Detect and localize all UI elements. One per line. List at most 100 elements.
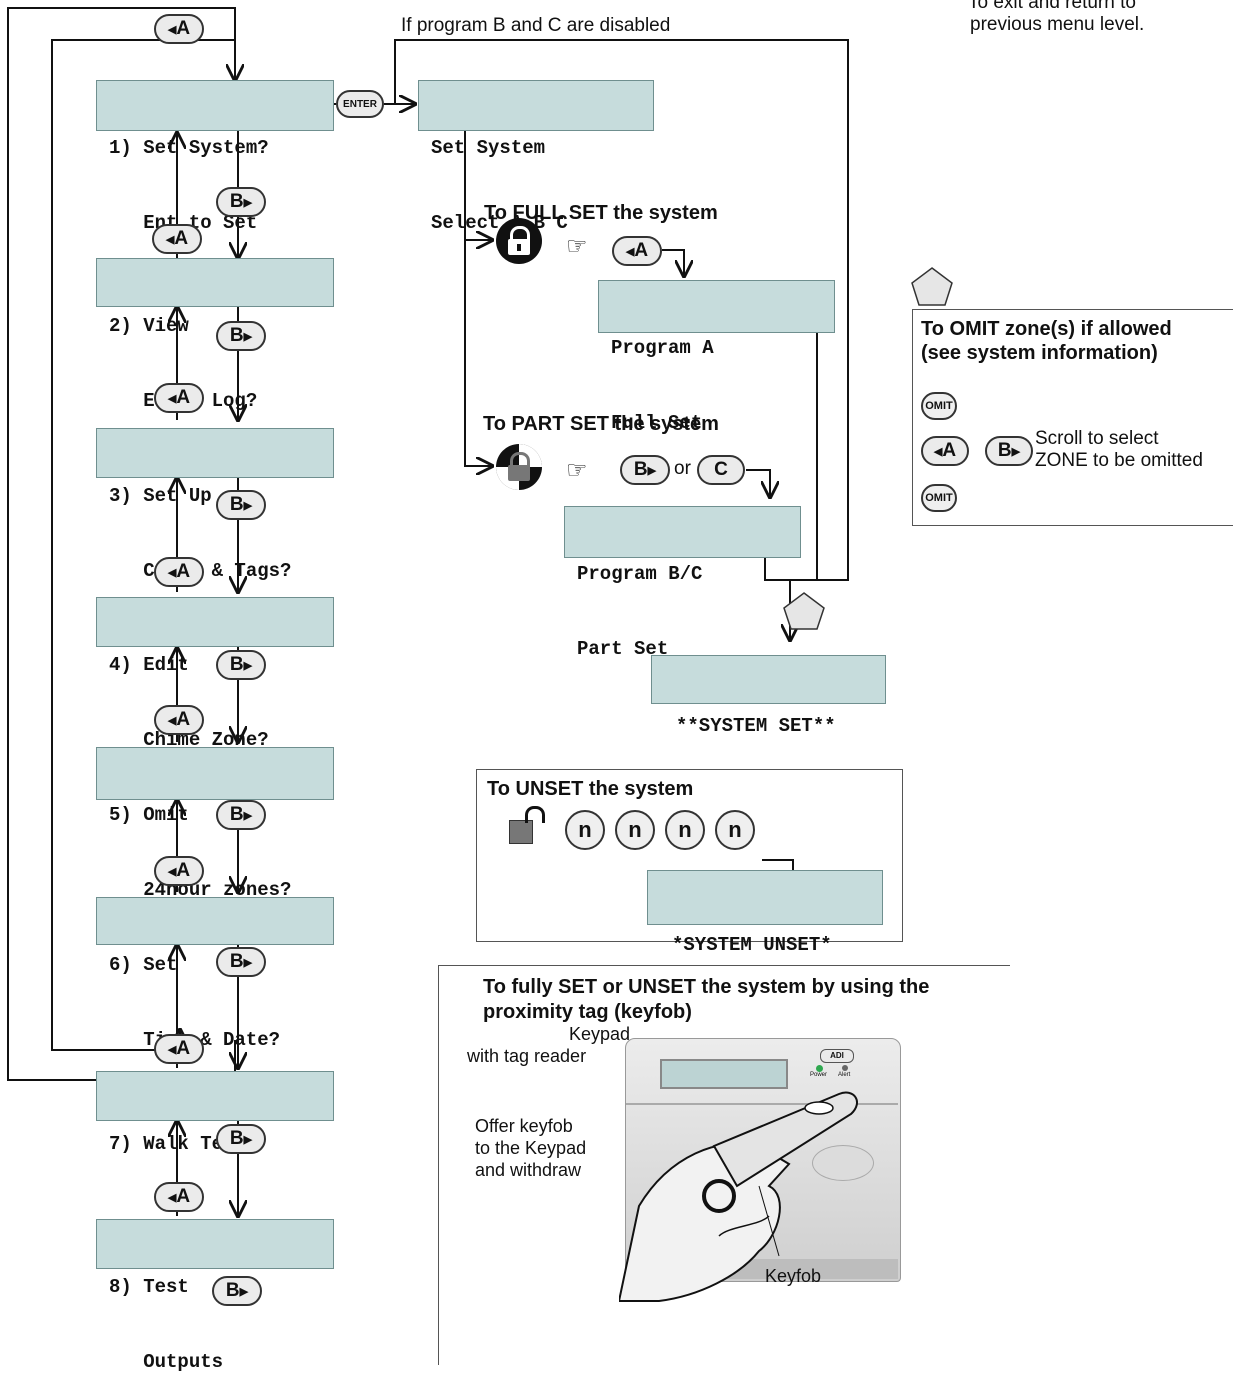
omit-key[interactable]: OMIT <box>921 392 957 420</box>
right-arrow-icon: ▶ <box>239 1285 249 1298</box>
digit-key[interactable]: n <box>565 810 605 850</box>
menu-line1: 1) Set System? <box>109 137 269 159</box>
a-key[interactable]: ◀A <box>154 14 204 44</box>
set-system-display: Set System Select A B C <box>418 80 654 234</box>
menu-item-set-time-date[interactable]: 6) Set Time & Date? <box>96 897 334 1051</box>
left-arrow-icon: ◀ <box>167 1191 177 1204</box>
unlocked-shackle-icon <box>525 806 545 823</box>
b-key[interactable]: B▶ <box>216 187 266 217</box>
left-arrow-icon: ◀ <box>167 1043 177 1056</box>
menu-line2: Outputs <box>109 1351 224 1373</box>
b-key[interactable]: B▶ <box>216 947 266 977</box>
b-key[interactable]: B▶ <box>216 1124 266 1154</box>
offer-line1: Offer keyfob <box>475 1116 573 1136</box>
keypad-screen <box>660 1059 788 1089</box>
full-set-title: To FULL SET the system <box>484 202 718 224</box>
menu-line1: 3) Set Up <box>109 485 212 507</box>
b-key[interactable]: B▶ <box>216 800 266 830</box>
display-line2: Part Set <box>577 638 669 660</box>
system-unset-display: *SYSTEM UNSET* <box>647 870 883 956</box>
program-a-display: Program A Full Set <box>598 280 835 434</box>
omit-key[interactable]: OMIT <box>921 484 957 512</box>
menu-line1: 4) Edit <box>109 654 189 676</box>
key-label: B <box>225 1280 240 1301</box>
keypad-label-line2: with tag reader <box>467 1046 587 1066</box>
power-led-icon <box>816 1065 823 1072</box>
b-key[interactable]: B▶ <box>212 1276 262 1306</box>
part-set-title: To PART SET the system <box>483 413 719 435</box>
offer-line3: and withdraw <box>475 1160 582 1180</box>
menu-line2: Event Log? <box>143 390 258 412</box>
key-label: n <box>628 817 642 842</box>
right-arrow-icon: ▶ <box>243 809 253 822</box>
scroll-line2: ZONE to be omitted <box>1035 450 1203 471</box>
b-key[interactable]: B▶ <box>216 650 266 680</box>
left-arrow-icon: ◀ <box>167 392 177 405</box>
left-arrow-icon: ◀ <box>165 233 175 246</box>
a-key[interactable]: ◀A <box>154 383 204 413</box>
menu-item-walk-test[interactable]: 7) Walk Test? <box>96 1071 334 1155</box>
omit-panel: To OMIT zone(s) if allowed (see system i… <box>912 309 1233 526</box>
display-line1: *SYSTEM UNSET* <box>672 934 832 956</box>
digit-key[interactable]: n <box>665 810 705 850</box>
key-label: B <box>229 191 244 212</box>
menu-line1: 2) View <box>109 315 189 337</box>
keypad-divider <box>626 1103 898 1105</box>
key-label: n <box>578 817 592 842</box>
a-key[interactable]: ◀A <box>154 557 204 587</box>
a-key[interactable]: ◀A <box>154 705 204 735</box>
key-label: n <box>678 817 692 842</box>
key-label: B <box>229 325 244 346</box>
display-line1: **SYSTEM SET** <box>676 715 836 737</box>
menu-item-edit-chime[interactable]: 4) Edit Chime Zone? <box>96 597 334 751</box>
menu-item-set-system[interactable]: 1) Set System? Ent to Set <box>96 80 334 234</box>
menu-item-test-outputs[interactable]: 8) Test Outputs <box>96 1219 334 1373</box>
key-label: B <box>229 1128 244 1149</box>
exit-note: To exit and return to <box>968 0 1136 14</box>
b-key[interactable]: B▶ <box>216 321 266 351</box>
press-hand-icon: ☞ <box>566 457 588 484</box>
alert-led-icon <box>842 1065 848 1071</box>
key-label: B <box>997 440 1012 461</box>
b-key[interactable]: B▶ <box>985 436 1033 466</box>
alert-label: Alert <box>838 1072 851 1078</box>
a-key[interactable]: ◀A <box>154 1034 204 1064</box>
left-arrow-icon: ◀ <box>167 865 177 878</box>
part-set-lock-icon <box>496 444 542 490</box>
exit-note-line1: To exit and return to <box>968 0 1136 13</box>
a-key[interactable]: ◀A <box>152 224 202 254</box>
menu-item-omit-24h[interactable]: 5) Omit 24hour zones? <box>96 747 334 901</box>
display-line1: Program A <box>611 337 714 359</box>
digit-key[interactable]: n <box>715 810 755 850</box>
omit-title-line1: To OMIT zone(s) if allowed <box>921 318 1172 340</box>
enter-key[interactable]: ENTER <box>336 90 384 118</box>
system-set-display: **SYSTEM SET** <box>651 655 886 737</box>
a-key[interactable]: ◀A <box>921 436 969 466</box>
c-key[interactable]: C <box>697 455 745 485</box>
display-line2: Full Set <box>611 412 703 434</box>
key-label: C <box>714 459 728 480</box>
key-label: A <box>176 860 191 881</box>
a-key[interactable]: ◀A <box>154 1182 204 1212</box>
menu-line2: Ent to Set <box>109 212 258 234</box>
left-arrow-icon: ◀ <box>167 566 177 579</box>
keyfob-title-line2: proximity tag (keyfob) <box>483 1001 692 1023</box>
a-key[interactable]: ◀A <box>154 856 204 886</box>
program-bc-display: Program B/C Part Set <box>564 506 801 660</box>
left-arrow-icon: ◀ <box>167 714 177 727</box>
menu-item-setup-codes[interactable]: 3) Set Up Codes & Tags? <box>96 428 334 582</box>
key-label: ENTER <box>343 98 377 110</box>
left-arrow-icon: ◀ <box>167 23 177 36</box>
or-label: or <box>674 458 691 479</box>
right-arrow-icon: ▶ <box>243 956 253 969</box>
a-key[interactable]: ◀A <box>612 236 662 266</box>
display-line1: Set System <box>431 137 546 159</box>
unlocked-icon <box>509 820 533 844</box>
b-key[interactable]: B▶ <box>620 455 670 485</box>
keyfob-panel: To fully SET or UNSET the system by usin… <box>438 965 1010 1365</box>
b-key[interactable]: B▶ <box>216 490 266 520</box>
key-label: A <box>942 440 957 461</box>
display-line1: Program B/C <box>577 563 703 585</box>
menu-item-view-event-log[interactable]: 2) View Event Log? <box>96 258 334 412</box>
digit-key[interactable]: n <box>615 810 655 850</box>
